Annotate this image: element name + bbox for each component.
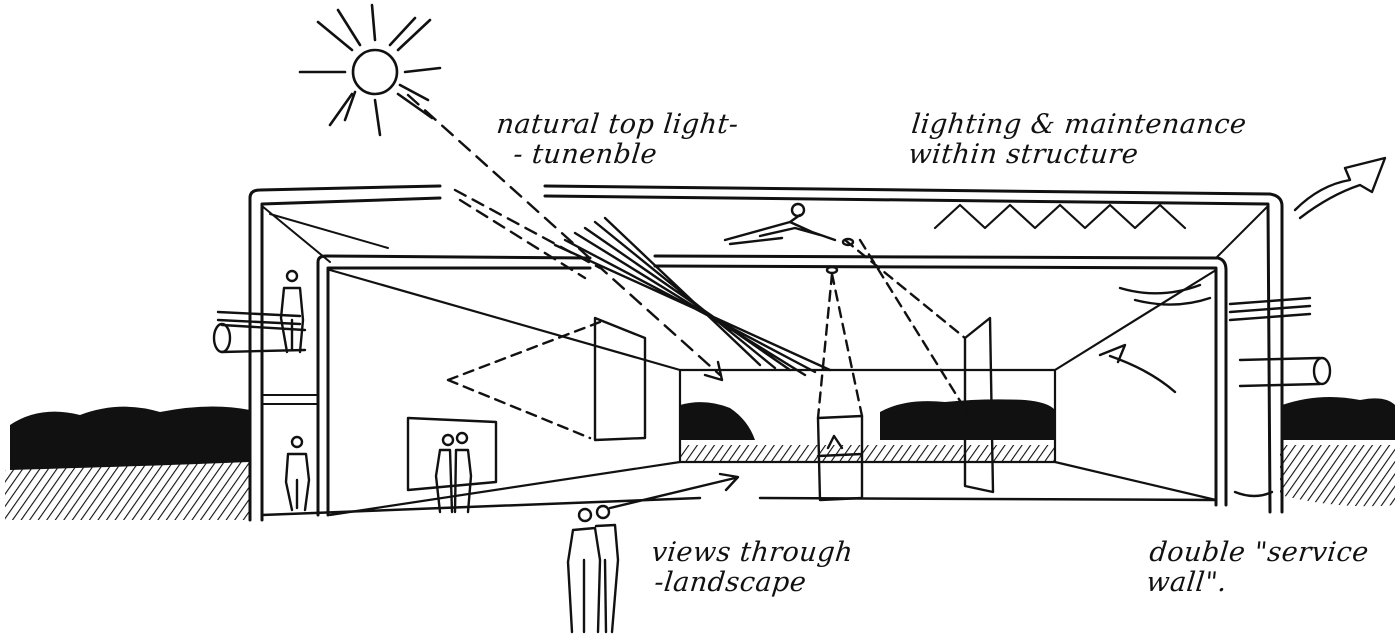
sun-disc <box>351 48 399 96</box>
roof-persp-left <box>328 268 682 372</box>
people <box>279 202 837 634</box>
couple-at-picture <box>434 431 473 514</box>
outer-roof <box>543 184 1284 514</box>
annotation-line: -landscape <box>652 567 808 598</box>
roof-diag-left <box>261 205 389 263</box>
landscape <box>5 396 1395 520</box>
right-trees <box>1282 396 1395 440</box>
services <box>212 156 1387 498</box>
duct-right <box>1238 356 1322 388</box>
building <box>248 184 1284 522</box>
inner-trees-right <box>880 399 1055 440</box>
floor-arrow <box>608 472 740 510</box>
annotation-line: double "service <box>1148 537 1371 568</box>
outer-wall-left <box>248 184 442 522</box>
annotation-line: wall". <box>1144 567 1229 598</box>
outer-wall-left-inner <box>260 196 442 522</box>
annotation-lighting: lighting & maintenance within structure <box>906 109 1249 170</box>
maintenance-worker <box>723 202 837 246</box>
annotation-line: views through <box>650 537 855 568</box>
picture-frame <box>406 416 498 492</box>
inner-trees-left <box>680 402 755 440</box>
right-ground-hatch <box>1280 445 1395 507</box>
inner-roof <box>653 254 1228 507</box>
ray-dashed <box>406 93 722 377</box>
inner-roof-2 <box>653 264 1218 507</box>
airflow-arrow-out <box>1293 156 1387 220</box>
annotation-views: views through -landscape <box>647 537 855 598</box>
annotation-line: - tunenble <box>511 139 659 170</box>
annotation-line: natural top light- <box>495 109 741 140</box>
roof-diag-right <box>1215 205 1269 259</box>
roof-persp-right <box>1053 268 1218 372</box>
truss <box>933 203 1187 230</box>
spot-lines <box>843 238 977 427</box>
person-lower-left <box>284 435 311 512</box>
sun <box>298 3 442 137</box>
case-object <box>826 434 844 450</box>
floor-persp <box>328 460 1218 517</box>
light-rays <box>406 93 832 382</box>
inner-ground-hatch <box>680 445 1055 462</box>
airflow-arrow-in <box>1098 343 1177 394</box>
annotation-top-light: natural top light- - tunenble <box>492 109 741 170</box>
annotation-line: lighting & maintenance <box>910 109 1249 140</box>
back-wall <box>678 368 1057 464</box>
pipe-left <box>216 310 302 326</box>
left-ground-hatch <box>5 458 250 520</box>
ray-arrowhead <box>703 360 724 382</box>
airflow-arrow-left <box>1118 283 1212 306</box>
inner-wall-left <box>316 254 592 517</box>
right-service-bowl <box>1233 490 1274 498</box>
annotation-service-wall: double "service wall". <box>1144 537 1371 598</box>
left-trees <box>10 406 250 470</box>
inner-wall-left-2 <box>326 266 592 517</box>
pipes-right <box>1228 296 1312 322</box>
right-panel <box>963 316 995 494</box>
person-upper-left <box>279 269 305 354</box>
spot-cone <box>816 272 864 420</box>
floor <box>260 496 1218 517</box>
left-service-floor <box>261 394 319 405</box>
interior <box>406 237 995 510</box>
couple-foreground <box>566 504 620 634</box>
projection-lines <box>446 320 602 440</box>
sky-rays <box>553 216 832 377</box>
display-case <box>816 414 864 502</box>
left-panel <box>593 316 647 442</box>
annotation-line: within structure <box>906 139 1140 170</box>
outer-roof-inner <box>543 194 1272 514</box>
